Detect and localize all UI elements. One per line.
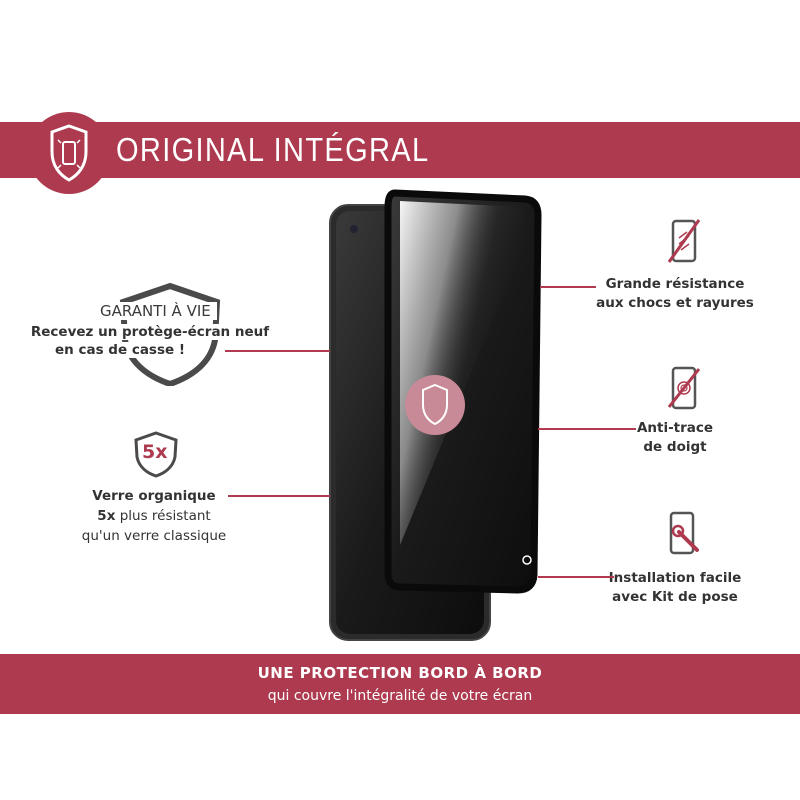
verre-connector bbox=[228, 495, 330, 497]
footer-subtitle: qui couvre l'intégralité de votre écran bbox=[267, 688, 533, 704]
phone-illustration bbox=[329, 189, 542, 641]
verre-line2: 5x plus résistant bbox=[97, 508, 211, 524]
install-line2: avec Kit de pose bbox=[612, 589, 738, 605]
fingerprint-phone-icon bbox=[667, 366, 701, 410]
shield-5x-icon bbox=[134, 431, 178, 478]
footer-title: UNE PROTECTION BORD À BORD bbox=[257, 664, 543, 682]
garanti-title: GARANTI À VIE bbox=[94, 302, 217, 320]
resistance-line2: aux chocs et rayures bbox=[596, 295, 754, 311]
header-band bbox=[0, 122, 800, 178]
antitrace-line2: de doigt bbox=[643, 439, 707, 455]
install-line1: Installation facile bbox=[608, 570, 742, 586]
scratch-phone-icon bbox=[667, 219, 701, 263]
antitrace-line1: Anti-trace bbox=[636, 420, 714, 436]
page-title: ORIGINAL INTÉGRAL bbox=[116, 131, 430, 168]
center-shield-badge bbox=[405, 375, 465, 435]
install-connector bbox=[538, 576, 614, 578]
five-x-badge: 5x bbox=[141, 441, 169, 463]
resistance-line1: Grande résistance bbox=[605, 276, 745, 292]
verre-line1: Verre organique bbox=[92, 488, 216, 504]
garanti-line2: en cas de casse ! bbox=[54, 342, 186, 358]
shield-phone-icon bbox=[50, 124, 88, 182]
verre-line3: qu'un verre classique bbox=[81, 528, 227, 544]
antitrace-connector bbox=[538, 428, 636, 430]
footer-band bbox=[0, 654, 800, 714]
wrench-phone-icon bbox=[669, 511, 699, 555]
header-badge bbox=[28, 112, 110, 194]
resistance-connector bbox=[540, 286, 596, 288]
garanti-line1: Recevez un protège-écran neuf bbox=[30, 324, 270, 340]
garanti-connector bbox=[225, 350, 330, 352]
